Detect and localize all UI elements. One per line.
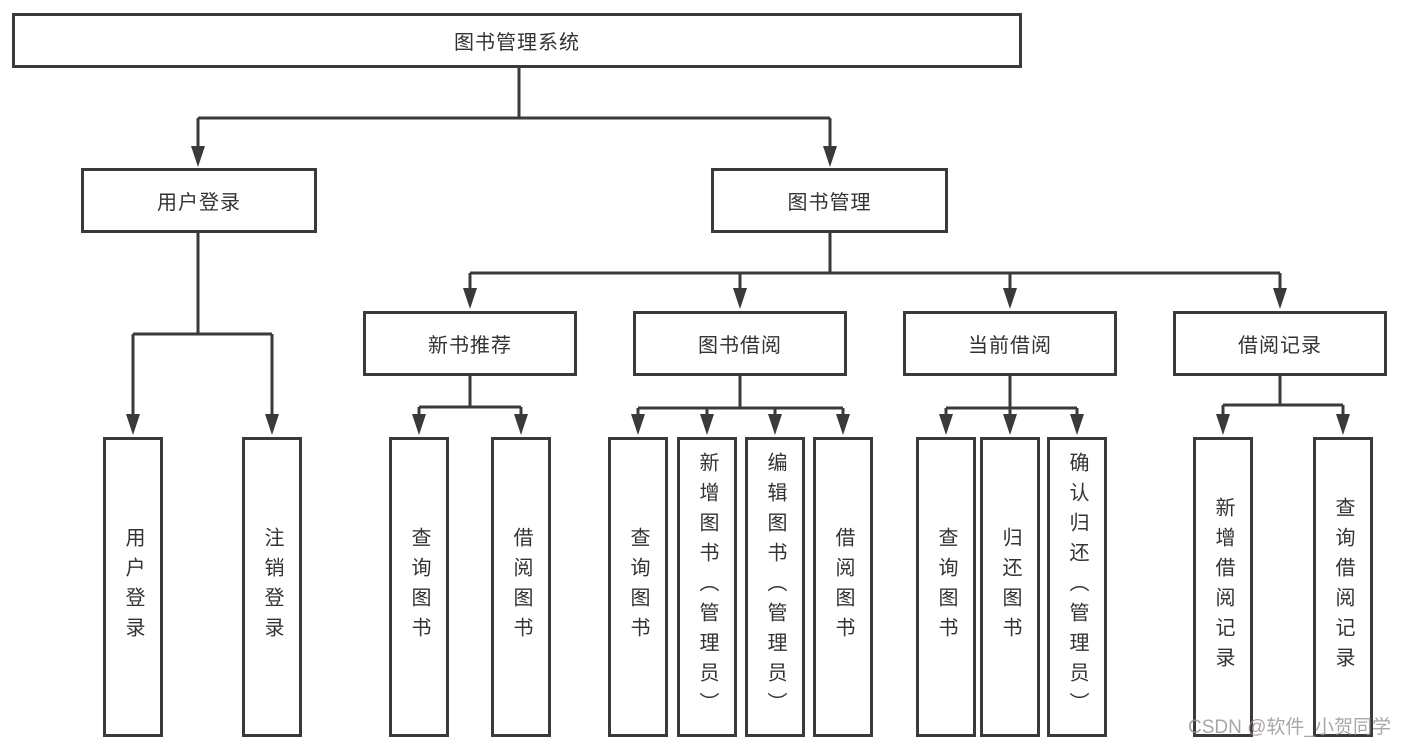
leaf-add-book-admin: 新增图书（管理员） [677, 437, 737, 737]
node-label: 新增借阅记录 [1212, 497, 1234, 677]
leaf-borrow-books-recommend: 借阅图书 [491, 437, 551, 737]
node-label: 借阅图书 [832, 527, 854, 647]
node-label: 确认归还（管理员） [1066, 452, 1088, 722]
node-label: 编辑图书（管理员） [764, 452, 786, 722]
leaf-query-books-recommend: 查询图书 [389, 437, 449, 737]
node-root-system: 图书管理系统 [12, 13, 1022, 68]
leaf-query-borrow-record: 查询借阅记录 [1313, 437, 1373, 737]
node-label: 注销登录 [261, 527, 283, 647]
node-label: 新书推荐 [428, 335, 512, 357]
node-label: 查询图书 [935, 527, 957, 647]
leaf-user-login: 用户登录 [103, 437, 163, 737]
node-label: 图书借阅 [698, 335, 782, 357]
node-label: 查询图书 [627, 527, 649, 647]
node-label: 借阅图书 [510, 527, 532, 647]
node-label: 查询借阅记录 [1332, 497, 1354, 677]
node-label: 用户登录 [157, 192, 241, 214]
node-label: 新增图书（管理员） [696, 452, 718, 722]
node-current-borrowing: 当前借阅 [903, 311, 1117, 376]
node-book-borrowing: 图书借阅 [633, 311, 847, 376]
node-label: 用户登录 [122, 527, 144, 647]
leaf-edit-book-admin: 编辑图书（管理员） [745, 437, 805, 737]
node-label: 图书管理 [787, 192, 872, 214]
node-new-book-recommend: 新书推荐 [363, 311, 577, 376]
csdn-watermark: CSDN @软件_小贺同学 [1188, 717, 1391, 738]
leaf-logout: 注销登录 [242, 437, 302, 737]
leaf-confirm-return-admin: 确认归还（管理员） [1047, 437, 1107, 737]
leaf-borrow-books: 借阅图书 [813, 437, 873, 737]
node-label: 查询图书 [408, 527, 430, 647]
leaf-add-borrow-record: 新增借阅记录 [1193, 437, 1253, 737]
leaf-query-books-current: 查询图书 [916, 437, 976, 737]
node-book-management: 图书管理 [711, 168, 948, 233]
node-user-login: 用户登录 [81, 168, 317, 233]
leaf-return-book: 归还图书 [980, 437, 1040, 737]
node-label: 借阅记录 [1238, 335, 1322, 357]
node-borrowing-records: 借阅记录 [1173, 311, 1387, 376]
node-label: 归还图书 [999, 527, 1021, 647]
node-label: 图书管理系统 [454, 32, 580, 54]
node-label: 当前借阅 [968, 335, 1052, 357]
leaf-query-books-borrowing: 查询图书 [608, 437, 668, 737]
